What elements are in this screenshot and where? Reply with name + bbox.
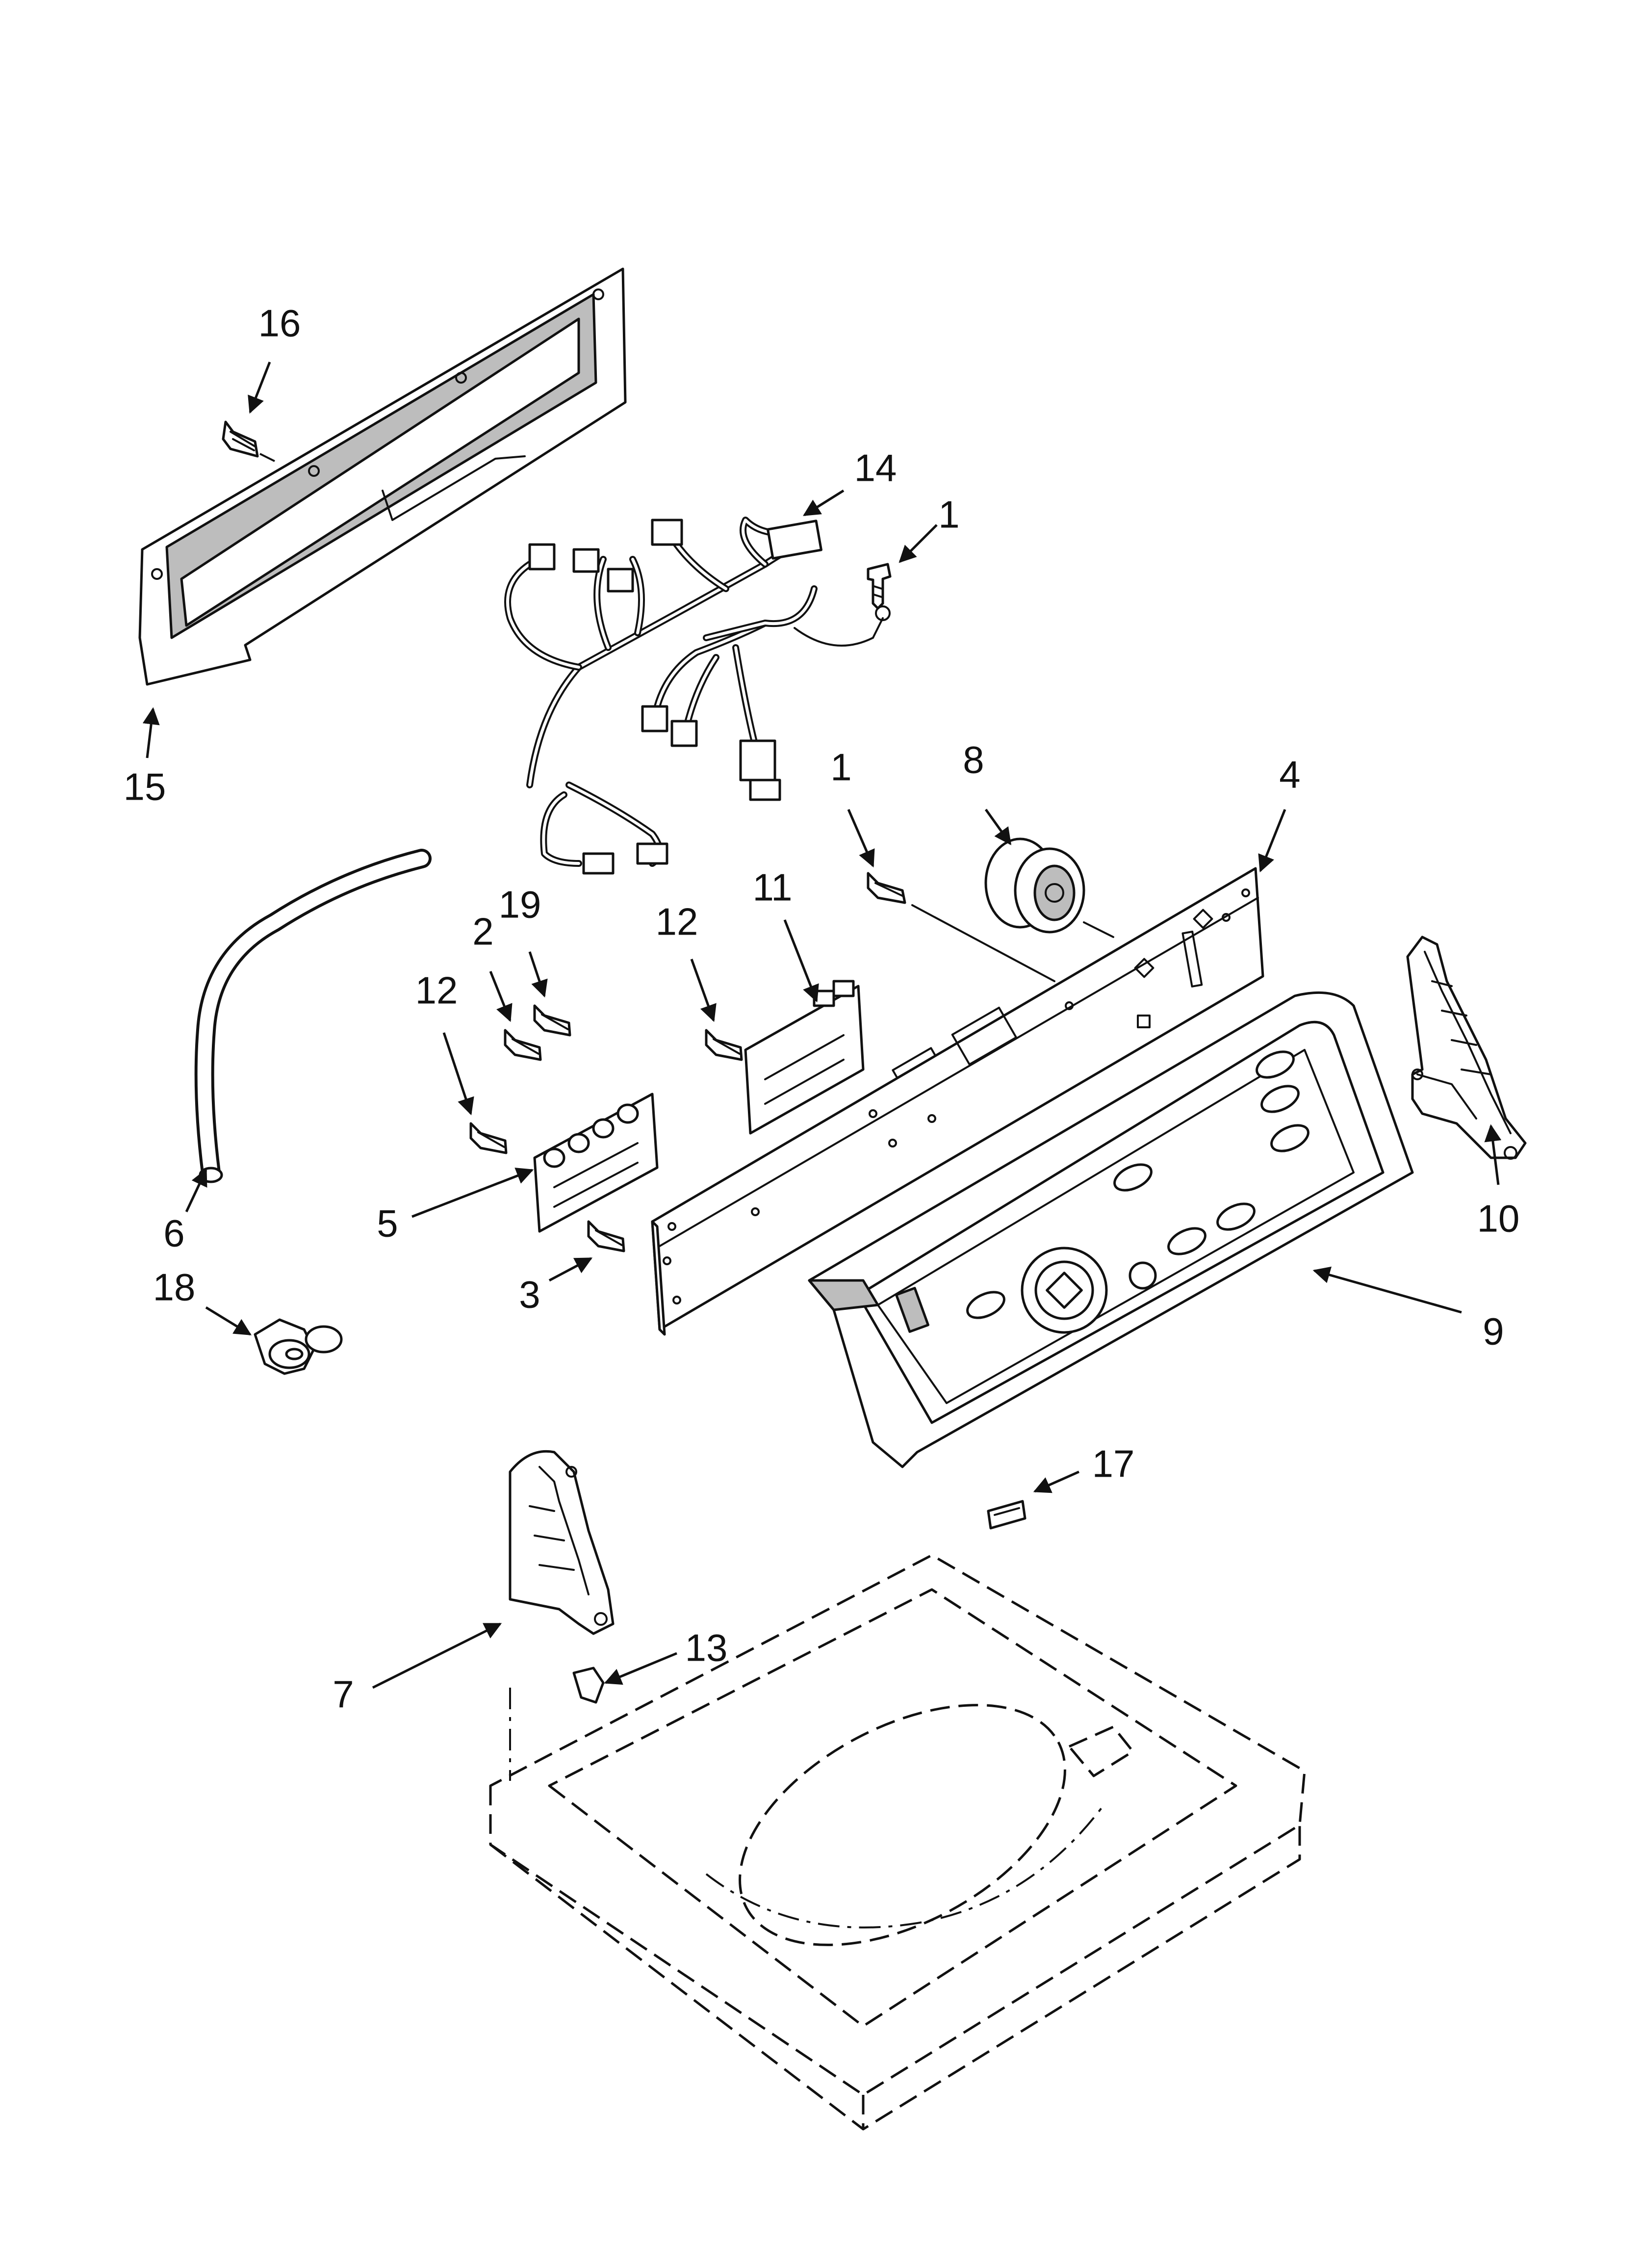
leader-lines xyxy=(142,362,1502,1689)
part-control-panel-bracket xyxy=(651,867,1264,1336)
callout-8: 8 xyxy=(963,738,984,782)
part-wire-harness xyxy=(504,517,891,875)
callout-4: 4 xyxy=(1279,753,1300,796)
callout-2: 2 xyxy=(472,910,493,953)
callout-13: 13 xyxy=(685,1626,728,1669)
callout-1-mid: 1 xyxy=(830,746,851,789)
callout-labels: 16 15 14 1 1 8 4 11 12 12 2 19 6 5 3 10 … xyxy=(124,302,1520,1716)
callout-14: 14 xyxy=(854,446,897,490)
part-badge xyxy=(987,1500,1026,1530)
cabinet-top-phantom xyxy=(489,1554,1306,2131)
part-screw-1-bottom xyxy=(867,872,1055,982)
callout-1-top: 1 xyxy=(938,493,959,536)
callout-10: 10 xyxy=(1477,1197,1520,1240)
callout-9: 9 xyxy=(1483,1310,1504,1353)
part-clip-13 xyxy=(572,1667,605,1704)
part-rotary-switch xyxy=(984,837,1114,938)
callout-18: 18 xyxy=(153,1266,196,1309)
part-screw-12-right xyxy=(705,1029,743,1061)
callout-11: 11 xyxy=(753,866,793,909)
part-hose xyxy=(194,849,432,1183)
part-clip-18 xyxy=(254,1318,343,1375)
part-screw-2 xyxy=(504,1029,542,1061)
callout-3: 3 xyxy=(519,1273,540,1316)
callout-5: 5 xyxy=(377,1202,398,1245)
callout-12-left: 12 xyxy=(415,969,458,1012)
part-console-front xyxy=(808,991,1414,1468)
callout-6: 6 xyxy=(163,1212,184,1255)
part-screw-1-top xyxy=(867,563,892,610)
callout-19: 19 xyxy=(499,883,541,926)
callout-12-right: 12 xyxy=(656,900,698,943)
part-end-cap-left xyxy=(509,1450,615,1635)
callout-7: 7 xyxy=(333,1673,354,1716)
part-screw-16 xyxy=(222,420,275,462)
part-screw-12-left xyxy=(469,1122,508,1154)
part-rear-bracket xyxy=(138,267,627,686)
part-screw-19 xyxy=(533,1004,571,1037)
callout-17: 17 xyxy=(1092,1442,1135,1486)
callout-16: 16 xyxy=(258,302,301,345)
part-circuit-board-5 xyxy=(533,1093,659,1233)
part-screw-3 xyxy=(587,1220,625,1252)
part-circuit-board-11 xyxy=(744,980,865,1135)
part-end-cap-right xyxy=(1406,936,1527,1160)
callout-15: 15 xyxy=(124,765,166,808)
